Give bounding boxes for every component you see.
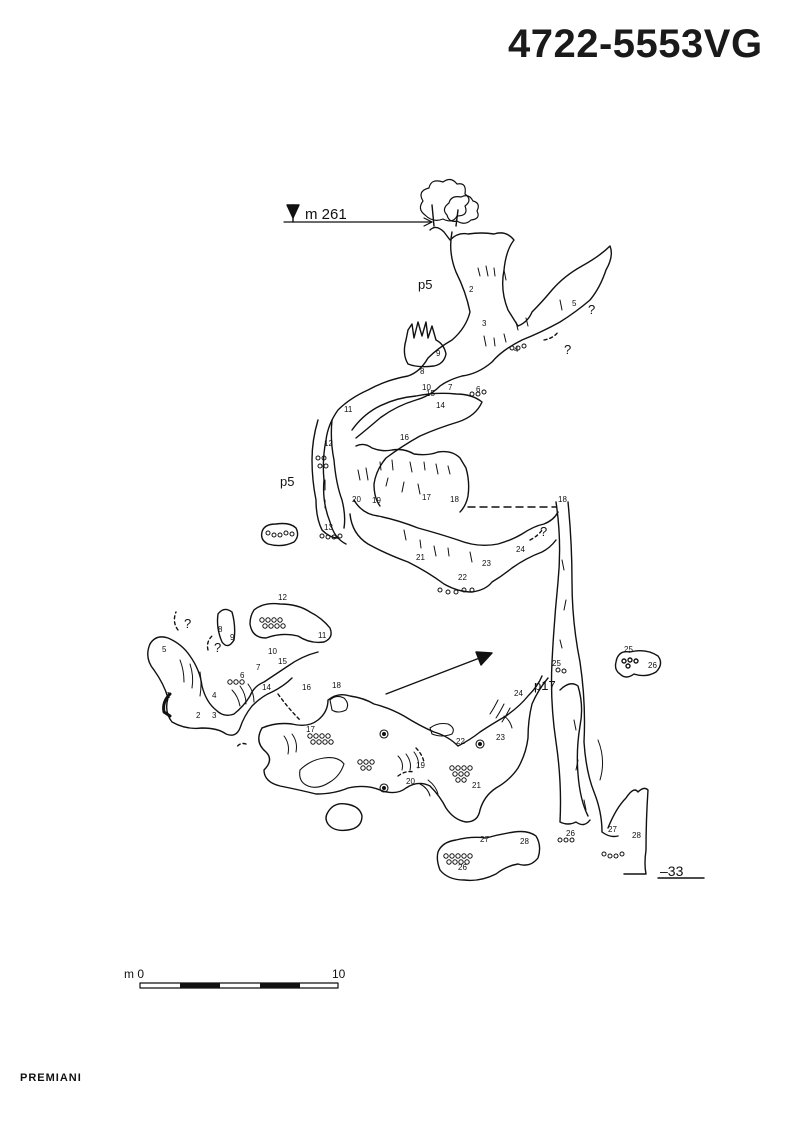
station-label: 8: [420, 367, 425, 376]
station-label: 19: [372, 496, 381, 505]
station-label: 3: [212, 711, 217, 720]
section-unexplored-marks: ? ? ?: [540, 302, 595, 539]
station-label: 11: [344, 405, 353, 414]
station-label: 23: [496, 733, 505, 742]
plan-to-shaft-arrow: [385, 651, 493, 695]
station-label: 27: [608, 825, 617, 834]
cave-section-outline: [260, 226, 613, 593]
station-label: 18: [332, 681, 341, 690]
svg-text:?: ?: [564, 342, 571, 357]
station-label: 24: [516, 545, 525, 554]
station-label: 2: [196, 711, 201, 720]
pitch-label: p17: [534, 678, 556, 693]
station-label: 19: [416, 761, 425, 770]
plan-dashed-edges: [173, 611, 425, 777]
station-label: 10: [268, 647, 277, 656]
scale-bar-end-label: 10: [332, 967, 346, 981]
station-label: 17: [422, 493, 431, 502]
station-label: 24: [514, 689, 523, 698]
station-label: 14: [262, 683, 271, 692]
station-label: 14: [436, 401, 445, 410]
svg-text:?: ?: [540, 524, 547, 539]
station-label: 9: [436, 349, 441, 358]
svg-text:?: ?: [214, 640, 221, 655]
station-label: 27: [480, 835, 489, 844]
section-boulder-floor: [265, 343, 527, 595]
station-label: 18: [558, 495, 567, 504]
svg-text:?: ?: [184, 616, 191, 631]
station-label: 15: [426, 389, 435, 398]
station-label: 16: [302, 683, 311, 692]
station-label: 22: [456, 737, 465, 746]
station-label: 7: [448, 383, 453, 392]
entrance-elevation-marker: m 261: [283, 204, 433, 227]
station-label: 23: [482, 559, 491, 568]
svg-text:?: ?: [588, 302, 595, 317]
cave-depth-label: –33: [660, 863, 684, 879]
station-label: 2: [469, 285, 474, 294]
station-label: 26: [458, 863, 467, 872]
station-label: 26: [648, 661, 657, 670]
station-label: 15: [278, 657, 287, 666]
station-label: 28: [520, 837, 529, 846]
station-label: 22: [458, 573, 467, 582]
station-label: 3: [482, 319, 487, 328]
pitch-label: p5: [280, 474, 294, 489]
station-label: 7: [256, 663, 261, 672]
plan-slope-hatching: [179, 659, 513, 797]
station-label: 4: [514, 345, 519, 354]
station-label: 21: [416, 553, 425, 562]
station-label: 6: [240, 671, 245, 680]
plan-station-labels: 1 2 3 4 5 6 7 8 9 10 11 12 14 15 16 17 1…: [162, 593, 529, 872]
station-label: 5: [162, 645, 167, 654]
section-station-labels: 2 3 4 5 6 7 8 9 10 11 12 13 14 15 16 17 …: [324, 285, 577, 582]
pitch-label: p5: [418, 277, 432, 292]
shaft-boulders: [555, 667, 625, 859]
station-label: 8: [218, 625, 223, 634]
station-label: 4: [212, 691, 217, 700]
plan-unexplored-marks: ? ?: [184, 616, 221, 655]
station-label: 1: [166, 691, 171, 700]
scale-bar: m 0 10: [124, 967, 346, 989]
station-label: 25: [624, 645, 633, 654]
station-label: 20: [352, 495, 361, 504]
entrance-tree-icon: [419, 178, 479, 227]
section-formations: [324, 265, 563, 563]
station-label: 25: [552, 659, 561, 668]
scale-bar-start-label: m 0: [124, 967, 144, 981]
station-label: 20: [406, 777, 415, 786]
station-label: 11: [318, 631, 327, 640]
author-credit: PREMIANI: [20, 1072, 82, 1084]
station-label: 16: [400, 433, 409, 442]
entrance-elevation-label: m 261: [305, 206, 347, 223]
cave-catalog-number: 4722-5553VG: [508, 22, 763, 66]
station-label: 13: [324, 523, 333, 532]
plan-boulders: [227, 617, 485, 865]
station-label: 21: [472, 781, 481, 790]
station-label: 18: [450, 495, 459, 504]
station-label: 26: [566, 829, 575, 838]
station-label: 12: [278, 593, 287, 602]
station-label: 17: [306, 725, 315, 734]
station-label: 10: [422, 383, 431, 392]
shaft-side-chamber: [614, 649, 662, 678]
station-label: 28: [632, 831, 641, 840]
station-label: 6: [476, 385, 481, 394]
station-label: 5: [572, 299, 577, 308]
shaft-formations: [559, 559, 587, 811]
station-label: 9: [230, 633, 235, 642]
shaft-profile: [550, 501, 649, 875]
shaft-station-labels: 18 25 26 27 28 25 26: [552, 495, 657, 840]
station-label: 12: [324, 439, 333, 448]
